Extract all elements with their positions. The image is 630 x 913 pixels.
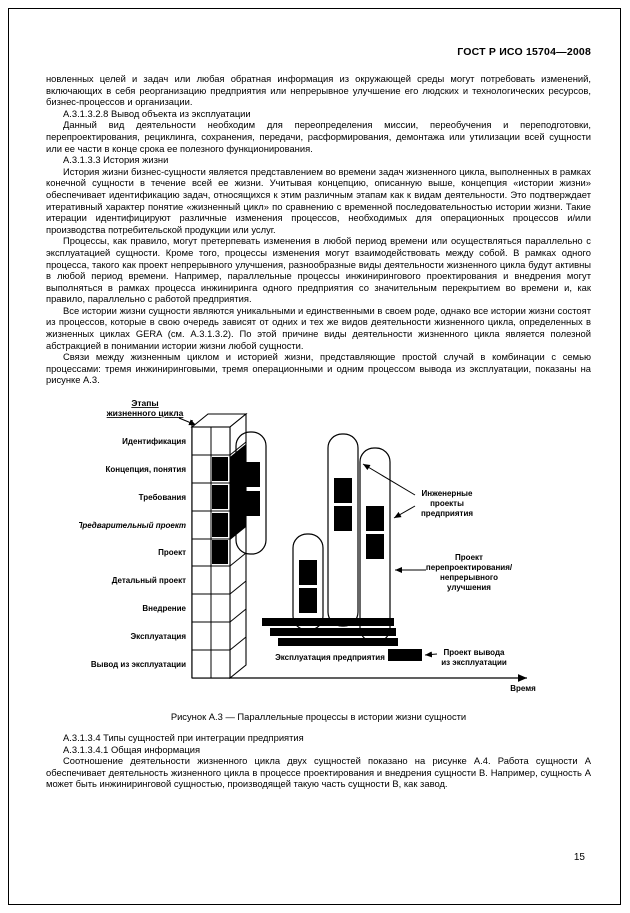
after-figure-text: А.3.1.3.4 Типы сущностей при интеграции …	[46, 732, 591, 790]
active-cell	[211, 513, 228, 538]
decommission-label-line-2: из эксплуатации	[441, 658, 507, 667]
active-cell	[211, 485, 228, 510]
paragraph-continuation: новленных целей и задач или любая обратн…	[46, 73, 591, 108]
document-title: ГОСТ Р ИСО 15704—2008	[457, 46, 591, 58]
redesign-label-line-2: перепроектирования/	[425, 563, 512, 572]
phase-detailed-design: Детальный проект	[111, 576, 185, 585]
process-capsules	[234, 431, 391, 643]
section-heading-a3134: А.3.1.3.4 Типы сущностей при интеграции …	[63, 732, 304, 744]
engineering-arrow-1	[362, 463, 415, 496]
phase-design: Проект	[158, 548, 186, 557]
paragraph: История жизни бизнес-сущности является п…	[46, 165, 591, 235]
active-cell	[241, 462, 260, 488]
paragraph: Данный вид деятельности необходим для пе…	[46, 119, 591, 154]
paragraph: Процессы, как правило, могут претерпеват…	[46, 235, 591, 305]
active-cell	[211, 457, 228, 482]
stages-title: Этапы жизненного цикла	[105, 398, 196, 426]
figure-a3: Этапы жизненного цикла Время Идентификац…	[46, 392, 591, 722]
engineering-label-line-1: Инженерные	[421, 489, 472, 498]
active-cell	[211, 540, 228, 565]
active-cell	[333, 506, 352, 532]
stages-arrow	[178, 417, 196, 426]
paragraph: Соотношение деятельности жизненного цикл…	[46, 755, 591, 790]
engineering-label-line-2: проекты	[430, 499, 464, 508]
operation-bar	[277, 638, 398, 647]
redesign-label-line-1: Проект	[455, 553, 483, 562]
body-text: новленных целей и задач или любая обратн…	[46, 73, 591, 386]
page-number: 15	[573, 852, 585, 863]
decommission-arrow	[424, 651, 437, 658]
figure-a3-diagram: Этапы жизненного цикла Время Идентификац…	[79, 398, 536, 693]
decommission-label-line-1: Проект вывода	[443, 648, 505, 657]
active-cell	[333, 478, 352, 504]
operation-bars	[261, 618, 422, 662]
phase-concept: Концепция, понятия	[105, 465, 186, 474]
active-cell	[241, 491, 260, 517]
redesign-label-line-4: улучшения	[447, 583, 491, 592]
section-heading-a31328: А.3.1.3.2.8 Вывод объекта из эксплуатаци…	[63, 107, 251, 119]
engineering-projects-label: Инженерные проекты предприятия	[362, 463, 473, 519]
phase-decommission: Вывод из эксплуатации	[90, 660, 185, 669]
phase-requirements: Требования	[138, 493, 186, 502]
phase-labels: Идентификация Концепция, понятия Требова…	[79, 437, 187, 669]
time-axis-label: Время	[510, 684, 536, 693]
figure-caption: Рисунок А.3 — Параллельные процессы в ис…	[170, 711, 467, 723]
engineering-project-capsule-1	[234, 431, 267, 555]
paragraph: Все истории жизни сущности являются уник…	[46, 304, 591, 351]
active-cell	[298, 560, 317, 586]
decommission-bar	[387, 649, 422, 662]
active-cell	[298, 588, 317, 614]
active-cell	[365, 506, 384, 532]
phase-implementation: Внедрение	[142, 604, 186, 613]
decommission-label: Проект вывода из эксплуатации	[424, 648, 507, 667]
operation-label: Эксплуатация предприятия	[275, 653, 385, 662]
engineering-arrow-2	[393, 505, 415, 519]
stages-title-line-2: жизненного цикла	[105, 408, 183, 418]
operation-bar	[269, 628, 396, 637]
redesign-label-line-3: непрерывного	[440, 573, 498, 582]
section-heading-a31341: А.3.1.3.4.1 Общая информация	[63, 743, 201, 755]
phase-operation: Эксплуатация	[130, 632, 186, 641]
phase-identification: Идентификация	[122, 437, 186, 446]
phase-preliminary-design: Предварительный проект	[79, 521, 186, 530]
section-heading-a3133: А.3.1.3.3 История жизни	[63, 154, 169, 166]
engineering-label-line-3: предприятия	[420, 509, 472, 518]
redesign-label: Проект перепроектирования/ непрерывного …	[394, 553, 512, 592]
paragraph: Связи между жизненным циклом и историей …	[46, 351, 591, 386]
operation-bar	[261, 618, 394, 627]
page-content: ГОСТ Р ИСО 15704—2008 новленных целей и …	[46, 46, 591, 790]
stages-title-line-1: Этапы	[131, 398, 158, 408]
active-cell	[365, 534, 384, 560]
page-border	[8, 8, 621, 905]
